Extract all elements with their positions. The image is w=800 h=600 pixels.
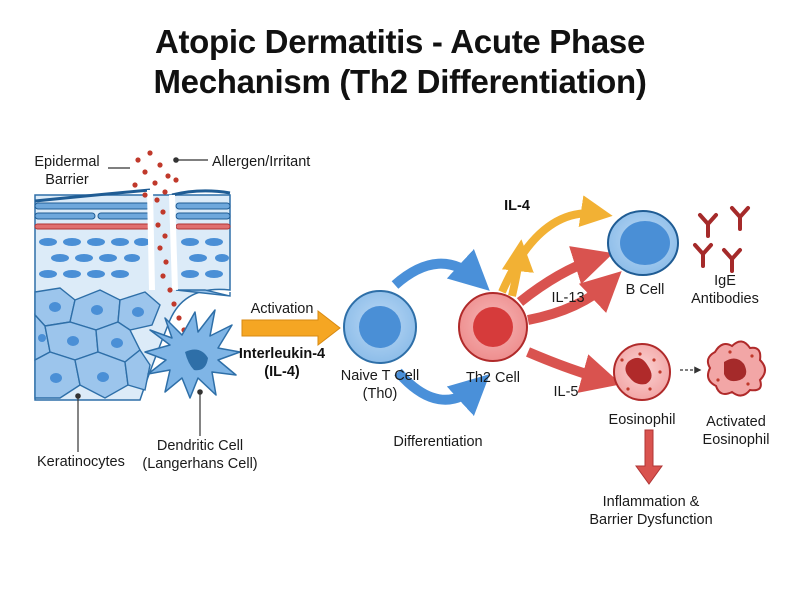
b-cell	[607, 210, 679, 276]
stratum-corneum-layers	[34, 202, 231, 220]
lipid-layer	[34, 223, 231, 230]
il13-arrow-upper	[516, 246, 614, 306]
label-activated-2: Eosinophil	[703, 432, 770, 448]
inflammation-arrow	[635, 429, 663, 485]
label-ige-2: Antibodies	[691, 291, 759, 307]
label-dendritic-1: Dendritic Cell	[157, 438, 243, 454]
label-interleukin-1: Interleukin-4	[239, 346, 325, 362]
naive-t-cell	[343, 290, 417, 364]
label-interleukin-2: (IL-4)	[264, 364, 300, 380]
il4-arrow-to-bcell	[498, 195, 613, 294]
il5-arrow	[526, 347, 622, 393]
label-il13: IL-13	[551, 290, 584, 306]
arrow-differentiation-bottom	[394, 368, 490, 416]
label-differentiation: Differentiation	[393, 434, 482, 450]
il4-arrow-short	[501, 239, 534, 297]
epidermis-illustration	[34, 188, 231, 401]
label-allergen: Allergen/Irritant	[212, 154, 310, 170]
leader-lines	[75, 157, 208, 452]
th2-cell	[458, 292, 528, 362]
arrow-naive-to-th2-top	[391, 249, 490, 291]
eosinophil-cell	[613, 343, 671, 401]
title-line-2: Mechanism (Th2 Differentiation)	[153, 63, 647, 100]
label-th2: Th2 Cell	[466, 370, 520, 386]
label-bcell: B Cell	[626, 282, 665, 298]
label-inflammation-2: Barrier Dysfunction	[589, 512, 712, 528]
granular-layer	[39, 238, 229, 278]
label-il5: IL-5	[554, 384, 579, 400]
label-ige-1: IgE	[714, 273, 736, 289]
label-epidermal-1: Epidermal	[34, 154, 99, 170]
allergen-particles	[132, 150, 187, 333]
label-naive-1: Naive T Cell	[341, 368, 419, 384]
label-keratinocytes: Keratinocytes	[37, 454, 125, 470]
dendritic-cell	[144, 309, 241, 399]
ige-antibodies	[693, 206, 750, 273]
label-naive-2: (Th0)	[363, 386, 398, 402]
title-line-1: Atopic Dermatitis - Acute Phase	[154, 23, 646, 60]
label-activation: Activation	[251, 301, 314, 317]
label-epidermal-2: Barrier	[45, 172, 89, 188]
keratinocyte-nuclei	[38, 302, 144, 383]
diagram-title: Atopic Dermatitis - Acute Phase Mechanis…	[0, 22, 800, 102]
activation-arrow	[241, 309, 341, 347]
keratinocyte-cells	[34, 287, 231, 399]
label-eosinophil: Eosinophil	[609, 412, 676, 428]
label-dendritic-2: (Langerhans Cell)	[142, 456, 257, 472]
label-activated-1: Activated	[706, 414, 766, 430]
label-inflammation-1: Inflammation &	[603, 494, 700, 510]
activated-eosinophil-cell	[706, 340, 766, 397]
label-il4: IL-4	[504, 198, 530, 214]
il13-arrow-lower	[527, 271, 622, 325]
